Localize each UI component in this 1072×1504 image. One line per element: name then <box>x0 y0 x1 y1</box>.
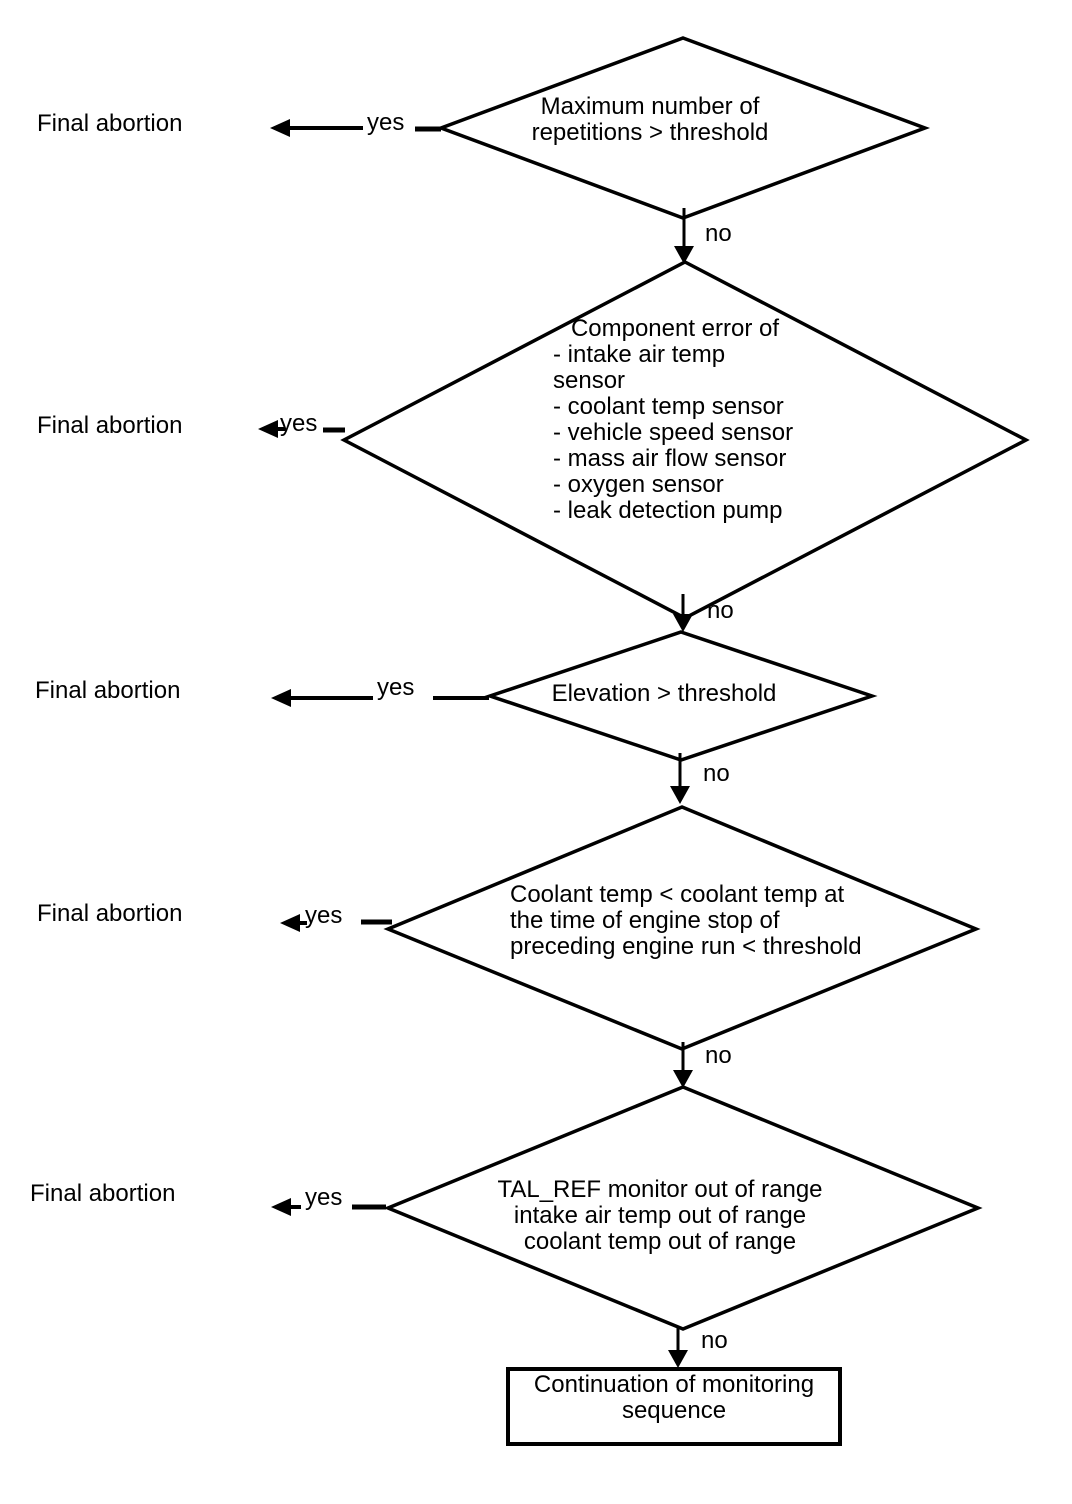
yes-label-3: yes <box>377 674 415 701</box>
no-arrow-5 <box>668 1326 688 1368</box>
final-abortion-label-4: Final abortion <box>37 900 183 927</box>
no-arrow-3 <box>670 753 690 804</box>
no-label-3: no <box>703 760 730 787</box>
yes-arrow-1 <box>270 119 441 137</box>
no-arrow-2 <box>673 594 693 632</box>
yes-arrow-5 <box>271 1198 386 1216</box>
decision-2-label-block: Component error of - intake air temp sen… <box>553 316 797 524</box>
no-arrow-1 <box>674 208 694 264</box>
terminal-box <box>506 1367 842 1446</box>
decision-2-title: Component error of <box>570 315 780 342</box>
decision-4-label: Coolant temp < coolant temp at the time … <box>510 881 862 960</box>
decision-5-label: TAL_REF monitor out of range intake air … <box>497 1176 823 1255</box>
yes-label-1: yes <box>367 109 405 136</box>
final-abortion-label-2: Final abortion <box>37 412 183 439</box>
no-label-1: no <box>705 220 732 247</box>
yes-arrow-4 <box>280 914 392 932</box>
decision-1-label: Maximum number of repetitions > threshol… <box>531 93 769 146</box>
final-abortion-label-1: Final abortion <box>37 110 183 137</box>
decision-diamond-5 <box>383 1085 983 1331</box>
no-label-5: no <box>701 1327 728 1354</box>
final-abortion-label-3: Final abortion <box>35 677 181 704</box>
no-arrow-4 <box>673 1042 693 1088</box>
yes-arrow-3 <box>271 689 489 707</box>
yes-arrow-2 <box>258 420 345 438</box>
yes-label-4: yes <box>305 902 343 929</box>
yes-label-5: yes <box>305 1184 343 1211</box>
no-label-2: no <box>707 597 734 624</box>
final-abortion-label-5: Final abortion <box>30 1180 176 1207</box>
no-label-4: no <box>705 1042 732 1069</box>
decision-2-items: - intake air temp sensor - coolant temp … <box>553 341 794 524</box>
terminal-label: Continuation of monitoring sequence <box>533 1371 815 1424</box>
decision-3-label: Elevation > threshold <box>551 680 777 707</box>
yes-label-2: yes <box>280 410 318 437</box>
